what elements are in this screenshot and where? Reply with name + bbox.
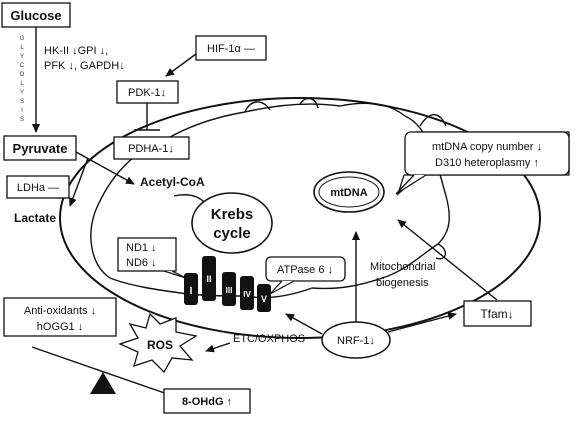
glycolysis-enzymes-line1: HK-II ↓GPI ↓, (44, 45, 108, 57)
ldha-label: LDHa — (17, 182, 59, 194)
pyruvate-to-acetylcoa-arrow (75, 151, 135, 185)
mtdna-copy-number-text: mtDNA copy number ↓ (432, 141, 542, 153)
glycolysis-letter: Y (20, 90, 24, 96)
antioxidants-box (3, 297, 117, 337)
mtdna-circle (313, 171, 385, 213)
nd-pointer (163, 270, 187, 279)
complex-ii (202, 256, 216, 301)
mtdna-note-pointer (395, 174, 427, 195)
complex-iii-label: III (226, 286, 233, 295)
tfam-label: Tfam↓ (480, 307, 513, 321)
glucose-label: Glucose (10, 8, 61, 23)
tfam-to-mtdna-arrow (397, 219, 498, 301)
krebs-label-line1: Krebs (211, 206, 254, 223)
nd6-label: ND6 ↓ (126, 257, 157, 269)
etc-to-ros-arrow (205, 342, 231, 353)
mitochondrion-outer-membrane (59, 97, 541, 339)
nrf-to-tfam-arrow (387, 312, 457, 333)
etc-complexes: I II III IV V (184, 256, 271, 312)
ros-star (118, 312, 198, 374)
hogg1-label: hOGG1 ↓ (37, 321, 83, 333)
glycolysis-letter: C (20, 63, 25, 69)
krebs-label-line2: cycle (213, 225, 251, 242)
glycolysis-letter: G (20, 36, 25, 42)
atpase-pointer (269, 280, 295, 295)
hif1a-box (195, 35, 267, 61)
acetyl-coa-label: Acetyl-CoA (140, 175, 205, 189)
ros-label: ROS (147, 338, 173, 352)
complex-i-label: I (190, 286, 193, 297)
complex-v-label: V (261, 294, 267, 304)
cristae (244, 97, 447, 260)
glycolysis-letter: S (20, 99, 24, 105)
complex-i (184, 273, 198, 305)
balance-fulcrum (90, 372, 116, 394)
glycolysis-letter: I (21, 108, 23, 114)
etc-oxphos-label: ETC/OXPHOS (233, 333, 305, 345)
glycolysis-letter: L (20, 45, 24, 51)
nd1-label: ND1 ↓ (126, 242, 157, 254)
pdha1-label: PDHA-1↓ (128, 143, 174, 155)
complex-iv (240, 276, 254, 310)
nrf-to-etc-arrow (285, 313, 323, 335)
krebs-cycle-circle (191, 192, 273, 254)
mito-biogenesis-line2: biogenesis (376, 277, 429, 289)
hif-to-pdk-arrow (165, 53, 197, 77)
pyruvate-to-lactate-arrow (69, 157, 89, 207)
atpase6-box (265, 256, 346, 282)
mito-biogenesis-line1: Mitochondrial (370, 261, 435, 273)
glucose-box (1, 2, 71, 28)
nd-box (117, 237, 177, 272)
8ohdg-box (163, 388, 251, 414)
mtdna-inner-ring (318, 176, 380, 208)
complex-iii (222, 272, 236, 306)
complex-iv-label: IV (243, 290, 251, 299)
pdk1-label: PDK-1↓ (128, 87, 166, 99)
ldha-box (6, 175, 70, 199)
balance-beam (31, 346, 177, 398)
8ohdg-label: 8-OHdG ↑ (182, 396, 232, 408)
mtdna-label: mtDNA (330, 187, 367, 199)
complex-ii-label: II (206, 274, 211, 284)
tfam-box (463, 300, 532, 327)
lactate-label: Lactate (14, 211, 56, 225)
glycolysis-letter: S (20, 117, 24, 123)
hif1a-label: HIF-1α — (207, 43, 255, 55)
d310-heteroplasmy-text: D310 heteroplasmy ↑ (435, 157, 539, 169)
antioxidants-label: Anti-oxidants ↓ (24, 305, 96, 317)
pyruvate-label: Pyruvate (13, 141, 68, 156)
glycolysis-letter: L (20, 81, 24, 87)
glycolysis-letter: O (20, 72, 25, 78)
atpase6-label: ATPase 6 ↓ (277, 264, 333, 276)
pdha1-box (113, 136, 190, 160)
mtdna-note-box (404, 131, 570, 176)
glycolysis-enzymes-line2: PFK ↓, GAPDH↓ (44, 60, 125, 72)
nrf1-label: NRF-1↓ (337, 335, 375, 347)
complex-v (257, 284, 271, 312)
pyruvate-box (3, 135, 77, 161)
glycolysis-letter: Y (20, 54, 24, 60)
